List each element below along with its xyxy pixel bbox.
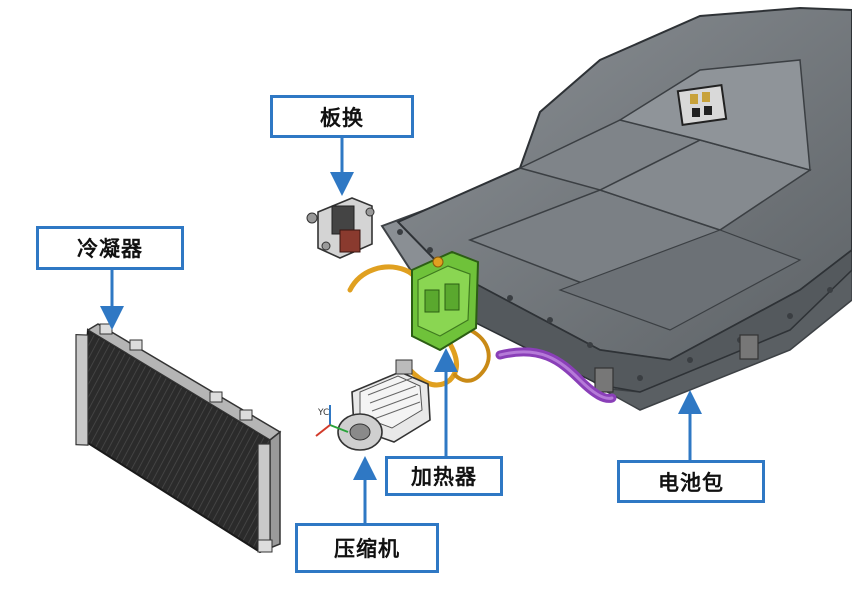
callout-battery-pack: 电池包	[617, 460, 765, 503]
callout-plate-heat-exchanger: 板换	[270, 95, 414, 138]
label-heater: 加热器	[411, 465, 477, 489]
label-plate-heat-exchanger: 板换	[320, 105, 364, 130]
callout-compressor: 压缩机	[295, 523, 439, 573]
condenser-part	[75, 323, 282, 554]
battery-pack	[380, 6, 852, 411]
compressor-part	[315, 359, 431, 451]
label-condenser: 冷凝器	[77, 237, 143, 261]
callout-arrows	[100, 138, 702, 523]
callout-condenser: 冷凝器	[36, 226, 184, 270]
callout-heater: 加热器	[385, 456, 503, 496]
axis-label: YC	[317, 408, 329, 418]
label-battery-pack: 电池包	[658, 470, 724, 495]
plate-heat-exchanger-part	[306, 197, 375, 259]
label-compressor: 压缩机	[334, 537, 400, 561]
heater-unit	[411, 250, 480, 352]
